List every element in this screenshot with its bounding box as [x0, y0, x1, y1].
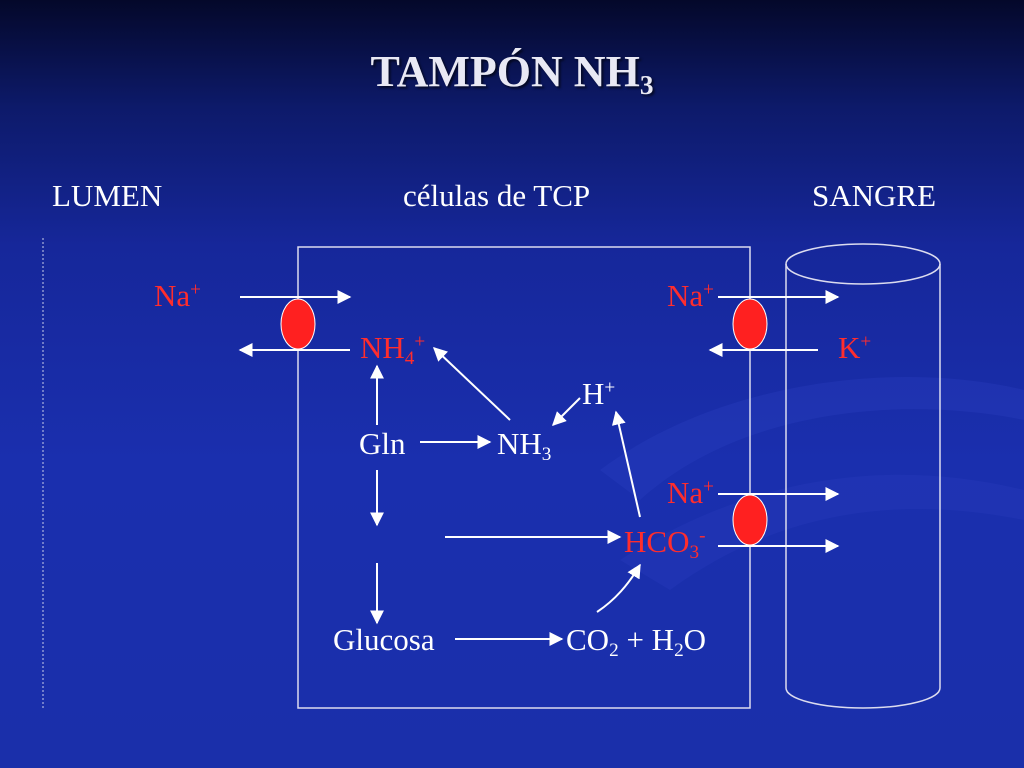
- transporter-apical: [280, 298, 316, 350]
- arrow-co2-to-hco3: [596, 563, 641, 613]
- arrow-hco3-to-h: [611, 410, 641, 518]
- transporter-basolateral-1: [732, 298, 768, 350]
- label-na-lumen: Na+: [154, 278, 201, 313]
- label-nh3: NH3: [497, 426, 552, 465]
- label-h-plus: H+: [582, 376, 616, 411]
- cell-box: [297, 246, 751, 709]
- arrow-nh3-to-nh4: [432, 347, 511, 421]
- label-co2-h2o: CO2 + H2O: [566, 622, 707, 661]
- header-lumen: LUMEN: [52, 178, 163, 213]
- label-nh4: NH4+: [360, 330, 426, 369]
- label-hco3: HCO3-: [624, 524, 706, 563]
- label-na-blood-1: Na+: [667, 278, 714, 313]
- label-na-blood-2: Na+: [667, 475, 714, 510]
- header-cells: células de TCP: [403, 178, 591, 213]
- header-blood: SANGRE: [812, 178, 937, 213]
- label-glucosa: Glucosa: [333, 622, 435, 657]
- blood-vessel-cylinder: [785, 243, 941, 709]
- arrow-h-to-nh3: [552, 397, 581, 426]
- label-k-plus: K+: [838, 330, 872, 365]
- label-gln: Gln: [359, 426, 406, 461]
- transporter-basolateral-2: [732, 494, 768, 546]
- slide-title: TAMPÓN NH3: [370, 47, 654, 101]
